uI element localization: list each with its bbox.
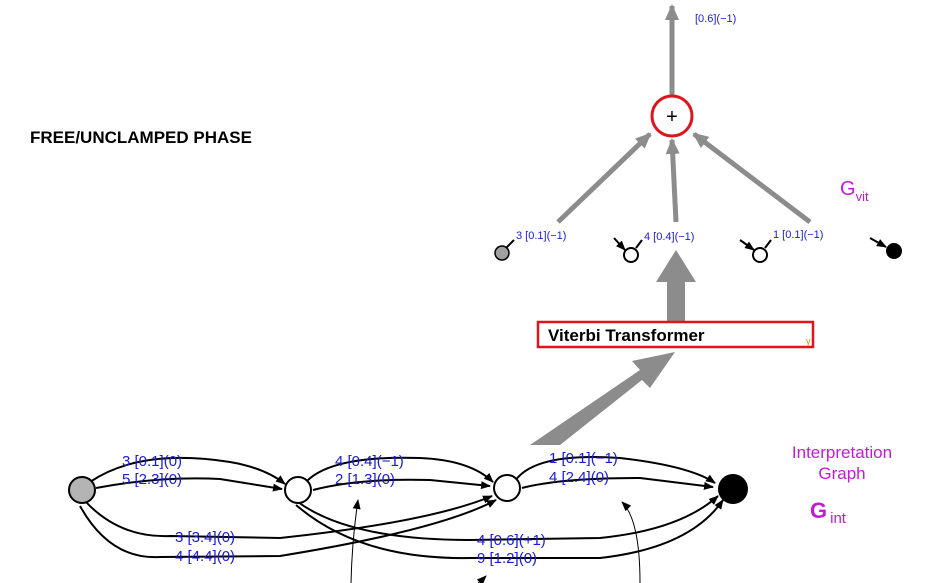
vit-start-node: [494, 245, 510, 261]
gint-edge-i: [297, 495, 719, 542]
gint-end-node: [718, 474, 748, 504]
viterbi-transformer-label: Viterbi Transformer: [548, 326, 705, 345]
gint-edge-d: [312, 478, 491, 491]
vit-node-2: [752, 247, 768, 263]
gint-feedback-curve-2: [476, 575, 487, 583]
output-label: [0.6](−1): [695, 13, 736, 25]
vit-edge-label-2: 4 [0.4](−1): [644, 231, 694, 243]
phase-title: FREE/UNCLAMPED PHASE: [30, 128, 252, 147]
vit-edge-label-1: 3 [0.1](−1): [516, 230, 566, 242]
vit-edge-3-tail: [764, 239, 772, 249]
gint-edge-f: [521, 476, 714, 490]
viterbi-edge-arrow-3: [692, 132, 812, 224]
gvit-label: Gvit: [840, 178, 869, 204]
gint-edge-g: [85, 495, 493, 540]
gint-node-1: [284, 476, 312, 504]
gint-edge-label-h: 4 [4.4](0): [175, 548, 235, 565]
vit-edge-2-head: [739, 239, 755, 251]
viterbi-edge-arrow-2: [665, 138, 680, 223]
gint-edge-label-c: 4 [0.4](−1): [335, 453, 404, 470]
gint-edge-label-j: 9 [1.2](0): [477, 550, 537, 567]
gint-edge-h: [79, 499, 497, 559]
vit-edge-2-tail: [635, 239, 643, 249]
gint-edge-label-e: 1 [0.1](−1): [549, 450, 618, 467]
transformer-output-arrow: [656, 250, 696, 322]
gint-edge-label-a: 3 [0.1](0): [122, 453, 182, 470]
gint-edge-label-i: 4 [0.6](+1): [477, 532, 546, 549]
gint-feedback-curve-1: [350, 499, 361, 583]
gint-start-node: [68, 476, 96, 504]
gint-node-2: [493, 474, 521, 502]
vit-edge-label-3: 1 [0.1](−1): [773, 229, 823, 241]
viterbi-edge-arrow-1: [556, 132, 652, 224]
vit-node-1: [623, 247, 639, 263]
gint-edge-label-g: 3 [3.4](0): [175, 529, 235, 546]
gint-edge-label-f: 4 [2.4](0): [549, 469, 609, 486]
gint-feedback-curve-3: [621, 501, 641, 583]
sum-node: [650, 94, 694, 138]
gint-edge-label-d: 2 [1.3](0): [335, 471, 395, 488]
gint-edge-c: [304, 456, 494, 484]
gint-edge-j: [295, 499, 724, 560]
vit-end-node: [886, 243, 902, 259]
sum-symbol: +: [666, 106, 678, 128]
gint-title-line2: Graph: [818, 464, 865, 483]
gint-edge-label-b: 5 [2.3](0): [122, 471, 182, 488]
transformer-corner-mark: γ: [806, 336, 811, 346]
viterbi-transformer-box: [536, 320, 815, 349]
gint-title-line1: Interpretation: [792, 443, 892, 462]
gint-edge-e: [514, 455, 716, 484]
gint-edge-a: [89, 456, 286, 485]
vit-edge-1-head: [613, 237, 626, 251]
vit-edge-3-head: [869, 237, 887, 248]
transformer-input-arrow: [530, 352, 675, 445]
gint-edge-b: [95, 477, 283, 492]
vit-edge-1-tail: [505, 239, 515, 249]
